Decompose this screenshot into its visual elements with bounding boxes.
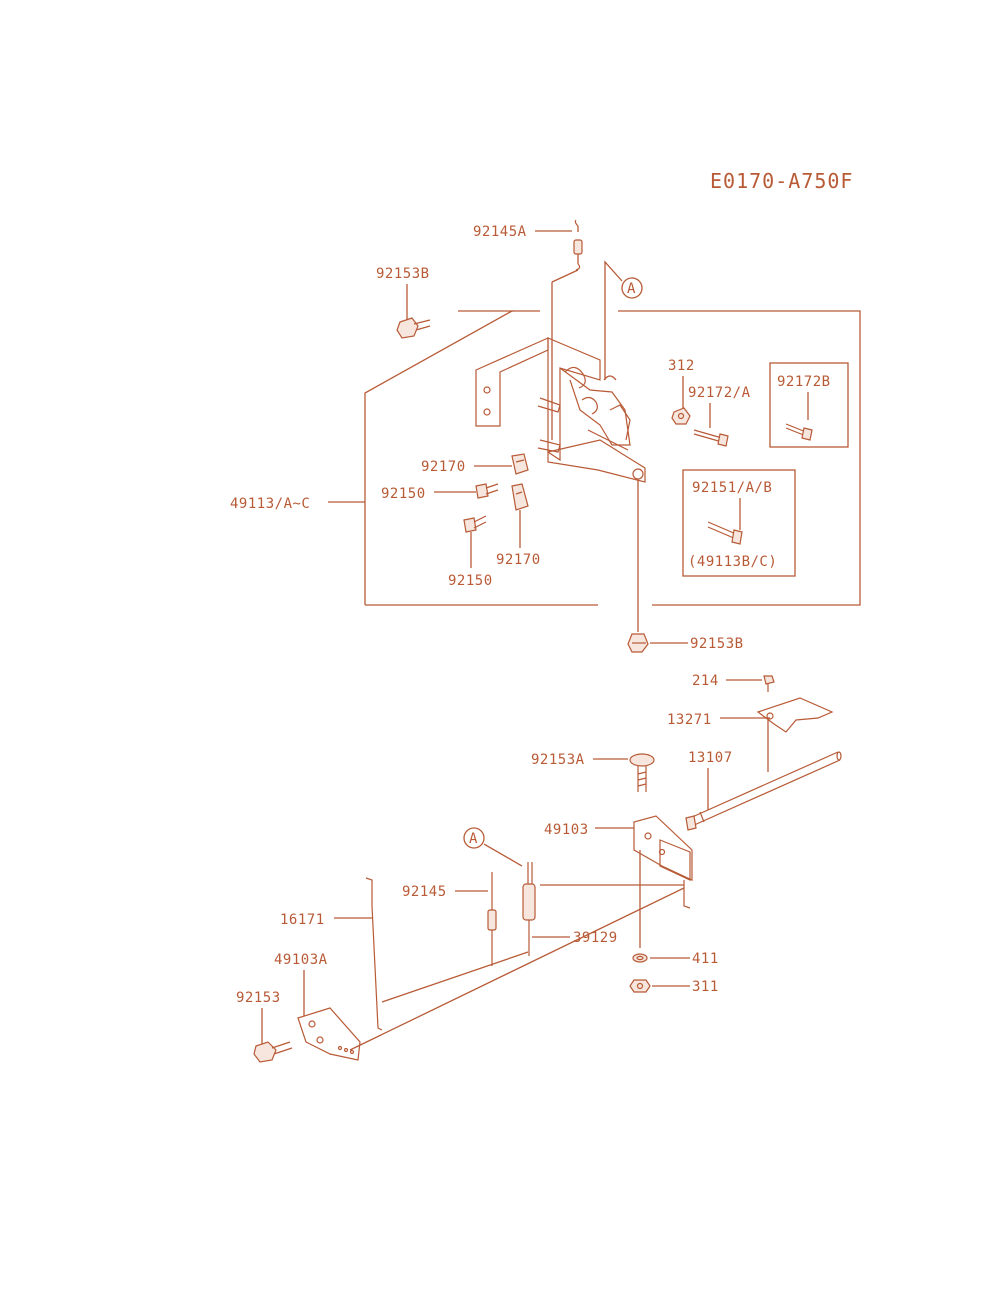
label-13107: 13107 [688,750,733,766]
label-49103: 49103 [544,822,589,838]
screw-92150-b [463,515,487,533]
plate-13271 [756,697,834,733]
box-92151: 92151/A/B (49113B/C) [682,469,796,577]
box-92172B: 92172B [769,362,849,448]
svg-text:A: A [627,281,636,297]
label-92172A: 92172/A [688,385,751,401]
label-39129: 39129 [573,930,618,946]
label-92170-a: 92170 [421,459,466,475]
bolt-92153B-top [396,317,431,339]
clip-92170-b [511,483,529,511]
label-311: 311 [692,979,719,995]
nut-312 [671,407,691,425]
label-92153B-top: 92153B [376,266,430,282]
label-49113BC: (49113B/C) [688,554,777,570]
label-13271: 13271 [667,712,712,728]
label-49113: 49113/A~C [230,496,310,512]
bolt-92153B-mid [627,633,649,653]
label-214: 214 [692,673,719,689]
clip-92170-a [511,453,529,475]
label-92153A: 92153A [531,752,585,768]
diagram-code: E0170-A750F [710,169,853,193]
label-411: 411 [692,951,719,967]
label-92145: 92145 [402,884,447,900]
governor-bracket-49113 [475,337,646,483]
spring-92145A [551,219,583,440]
washer-411 [632,953,648,963]
label-92153: 92153 [236,990,281,1006]
nut-311 [629,979,651,993]
label-92145A: 92145A [473,224,527,240]
spring-39129 [522,862,536,956]
rod-16171 [365,877,383,1031]
svg-text:A: A [469,831,478,847]
label-92153B-mid: 92153B [690,636,744,652]
bolt-92172A [693,429,729,447]
label-16171: 16171 [280,912,325,928]
bolt-92153 [253,1041,293,1063]
bolt-92153A [629,753,655,792]
arm-49103A [297,1007,361,1061]
label-92150-a: 92150 [381,486,426,502]
label-92151: 92151/A/B [692,480,772,496]
label-92172B: 92172B [777,374,831,390]
label-49103A: 49103A [274,952,328,968]
ref-marker-A-lower: A [463,827,523,867]
label-92150-b: 92150 [448,573,493,589]
label-92170-b: 92170 [496,552,541,568]
screw-92150-a [475,483,499,499]
assembly-boundary-49113 [364,310,861,606]
shaft-13107 [685,751,842,831]
ref-marker-A-top: A [604,260,643,380]
label-312: 312 [668,358,695,374]
lever-49103 [633,815,693,909]
spring-92145 [487,872,497,966]
screw-214 [763,675,775,692]
